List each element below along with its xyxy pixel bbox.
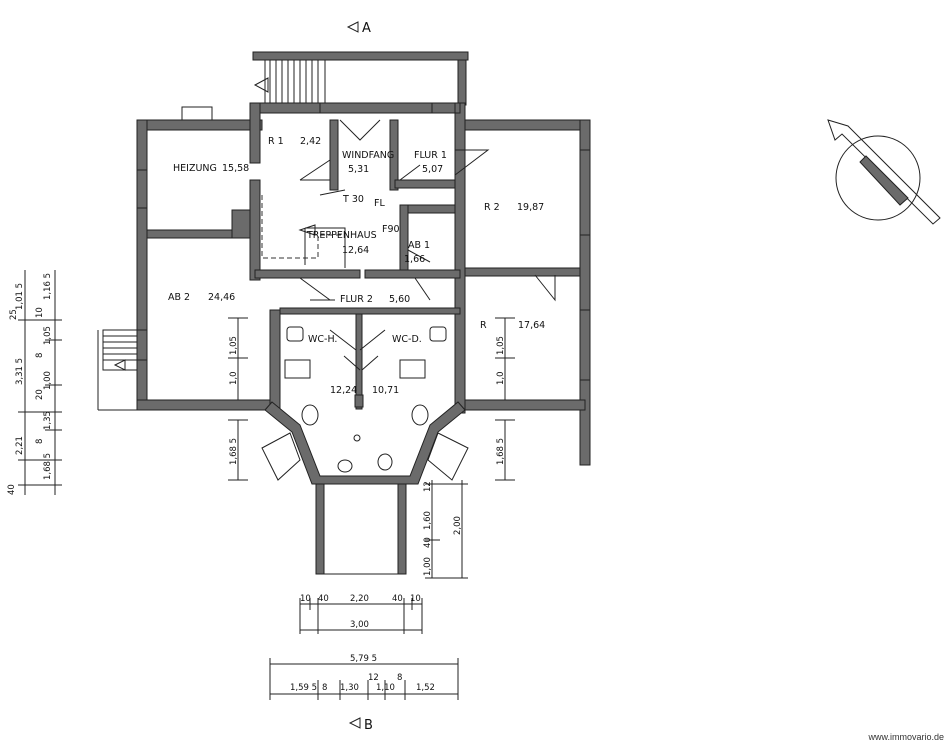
staircase — [261, 195, 346, 268]
room-r2-label: R 2 — [484, 202, 500, 213]
dim-left-inner-6: 20 — [35, 389, 45, 400]
dim-left-inner-1: 10 — [35, 307, 45, 318]
dim-bottom-part-4: 12 — [368, 673, 379, 683]
room-r1-area: 2,42 — [300, 136, 321, 147]
room-wcd-area: 10,71 — [372, 385, 399, 396]
dim-left-outer-2: 1,01 5 — [15, 283, 25, 310]
section-mark-a: A — [346, 21, 371, 36]
annotation-f90: F90 — [382, 224, 400, 235]
room-flur2-label: FLUR 2 — [340, 294, 373, 305]
side-stairs — [97, 329, 138, 411]
room-wch-area: 12,24 — [330, 385, 357, 396]
dim-porch-bottom-4: 40 — [392, 594, 403, 604]
dimension-porch-bottom: 10 40 2,20 40 10 3,00 — [299, 594, 423, 634]
dimension-porch-right: 12 1,60 40 1,00 2,00 — [423, 480, 468, 579]
section-mark-a-label: A — [362, 21, 371, 36]
section-mark-b-label: B — [364, 718, 373, 733]
dim-porch-bottom-5: 10 — [410, 594, 421, 604]
dim-left-inner-5: 1,00 — [43, 371, 53, 390]
dim-porch-bottom-2: 40 — [318, 594, 329, 604]
dim-porch-right-4: 1,00 — [423, 557, 433, 576]
dim-porch-bottom-1: 10 — [300, 594, 311, 604]
dim-bottom-part-2: 8 — [322, 683, 327, 693]
dim-porch-right-3: 40 — [423, 537, 433, 548]
doors — [299, 119, 556, 371]
dim-left-outer-1: 25 — [9, 309, 19, 320]
dim-left-outer-5: 40 — [7, 484, 17, 495]
porch — [315, 483, 407, 575]
room-r-label: R — [480, 320, 487, 331]
dim-porch-bottom-3: 2,20 — [350, 594, 369, 604]
dim-r-lower: 1,68 5 — [496, 438, 506, 465]
dim-bottom-part-3: 1,30 — [340, 683, 359, 693]
windows — [136, 102, 591, 381]
dim-porch-right-1: 12 — [423, 481, 433, 492]
outer-walls — [136, 102, 591, 466]
room-treppenhaus-area: 12,64 — [342, 245, 369, 256]
dim-ab2-lower: 1,68 5 — [229, 438, 239, 465]
dim-ab2-window-1: 1,05 — [229, 336, 239, 355]
dim-r-window-1: 1,05 — [496, 336, 506, 355]
room-ab1-label: AB 1 — [408, 240, 430, 251]
annotation-t30: T 30 — [342, 194, 364, 205]
dim-left-inner-8: 8 — [35, 439, 45, 444]
dim-left-inner-7: 1,35 — [43, 411, 53, 430]
room-wch-label: WC-H. — [308, 334, 337, 345]
room-wcd-label: WC-D. — [392, 334, 422, 345]
dim-bottom-part-7: 1,52 — [416, 683, 435, 693]
room-heizung-area: 15,58 — [222, 163, 249, 174]
room-ab1-area: 1,66 — [404, 254, 425, 265]
dimension-bottom: 5,79 5 1,59 5 8 1,30 12 1,10 8 1,52 — [269, 654, 459, 700]
dimension-chain-left: 25 1,01 5 3,31 5 2,21 40 10 1,16 5 1,05 … — [7, 270, 62, 495]
entrance-bay — [261, 401, 469, 485]
room-heizung-label: HEIZUNG — [173, 163, 217, 174]
section-mark-b: B — [348, 717, 373, 733]
room-windfang-label: WINDFANG — [342, 150, 394, 161]
dim-porch-total: 3,00 — [350, 620, 369, 630]
dim-left-inner-4: 8 — [35, 353, 45, 358]
dim-porch-right-2: 1,60 — [423, 511, 433, 530]
watermark: www.immovario.de — [868, 732, 944, 742]
room-flur2-area: 5,60 — [389, 294, 410, 305]
dim-left-inner-2: 1,16 5 — [43, 273, 53, 300]
dim-bottom-part-6: 8 — [397, 673, 402, 683]
room-flur1-label: FLUR 1 — [414, 150, 447, 161]
dim-bottom-part-5: 1,10 — [376, 683, 395, 693]
room-ab2-area: 24,46 — [208, 292, 235, 303]
room-treppenhaus-label: TREPPENHAUS — [306, 230, 377, 241]
room-windfang-area: 5,31 — [348, 164, 369, 175]
dim-bottom-part-1: 1,59 5 — [290, 683, 317, 693]
dim-ab2-window-2: 1,0 — [229, 371, 239, 385]
dim-porch-right-5: 2,00 — [453, 516, 463, 535]
dim-left-inner-3: 1,05 — [43, 326, 53, 345]
dim-left-outer-3: 3,31 5 — [15, 358, 25, 385]
sanitary-fixtures — [284, 326, 447, 473]
dim-left-outer-4: 2,21 — [15, 436, 25, 455]
room-flur1-area: 5,07 — [422, 164, 443, 175]
dimension-room-windows: 1,05 1,0 1,68 5 1,05 1,0 1,68 5 — [228, 317, 515, 481]
entrance-stairs — [252, 51, 469, 106]
room-r-area: 17,64 — [518, 320, 545, 331]
room-labels: R 1 2,42 WINDFANG 5,31 FLUR 1 5,07 HEIZU… — [168, 136, 545, 396]
room-ab2-label: AB 2 — [168, 292, 190, 303]
compass-icon — [827, 119, 941, 225]
room-r1-label: R 1 — [268, 136, 284, 147]
dim-r-window-2: 1,0 — [496, 371, 506, 385]
annotation-fl: FL — [374, 198, 385, 209]
dim-bottom-total: 5,79 5 — [350, 654, 377, 664]
room-r2-area: 19,87 — [517, 202, 544, 213]
dim-left-inner-9: 1,68 5 — [43, 453, 53, 480]
